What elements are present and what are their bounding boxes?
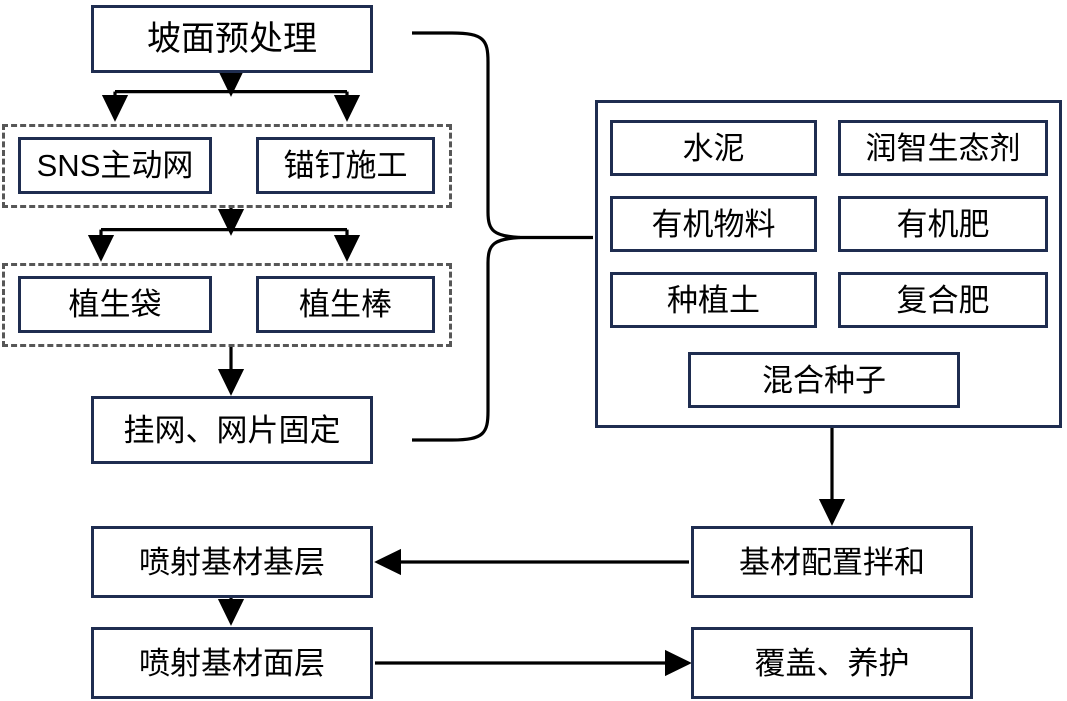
material-item-organic-material[interactable]: 有机物料 bbox=[610, 196, 817, 252]
group-slope-reinforcement bbox=[2, 124, 452, 208]
arrow-pretreat-split bbox=[101, 69, 361, 122]
node-vegetation-stick[interactable]: 植生棒 bbox=[256, 276, 435, 333]
node-sns-active-net[interactable]: SNS主动网 bbox=[18, 137, 212, 194]
material-item-compound-fertilizer[interactable]: 复合肥 bbox=[838, 272, 1048, 328]
node-spray-surface-layer[interactable]: 喷射基材面层 bbox=[91, 627, 373, 699]
node-cover-maintenance[interactable]: 覆盖、养护 bbox=[691, 627, 973, 699]
node-slope-pretreatment[interactable]: 坡面预处理 bbox=[91, 5, 373, 73]
material-item-mixed-seeds[interactable]: 混合种子 bbox=[688, 352, 960, 408]
node-spray-base-layer[interactable]: 喷射基材基层 bbox=[91, 526, 373, 598]
arrow-group1-split bbox=[87, 208, 361, 262]
material-item-cement[interactable]: 水泥 bbox=[610, 120, 817, 176]
materials-brace bbox=[412, 31, 593, 442]
node-vegetation-bag[interactable]: 植生袋 bbox=[18, 276, 212, 333]
material-item-planting-soil[interactable]: 种植土 bbox=[610, 272, 817, 328]
node-net-hanging-fixing[interactable]: 挂网、网片固定 bbox=[91, 396, 373, 464]
material-item-organic-fertilizer[interactable]: 有机肥 bbox=[838, 196, 1048, 252]
node-anchor-construction[interactable]: 锚钉施工 bbox=[256, 137, 435, 194]
node-substrate-mixing[interactable]: 基材配置拌和 bbox=[691, 526, 973, 598]
group-vegetation-carrier bbox=[2, 263, 452, 347]
material-item-runzhi-eco-agent[interactable]: 润智生态剂 bbox=[838, 120, 1048, 176]
